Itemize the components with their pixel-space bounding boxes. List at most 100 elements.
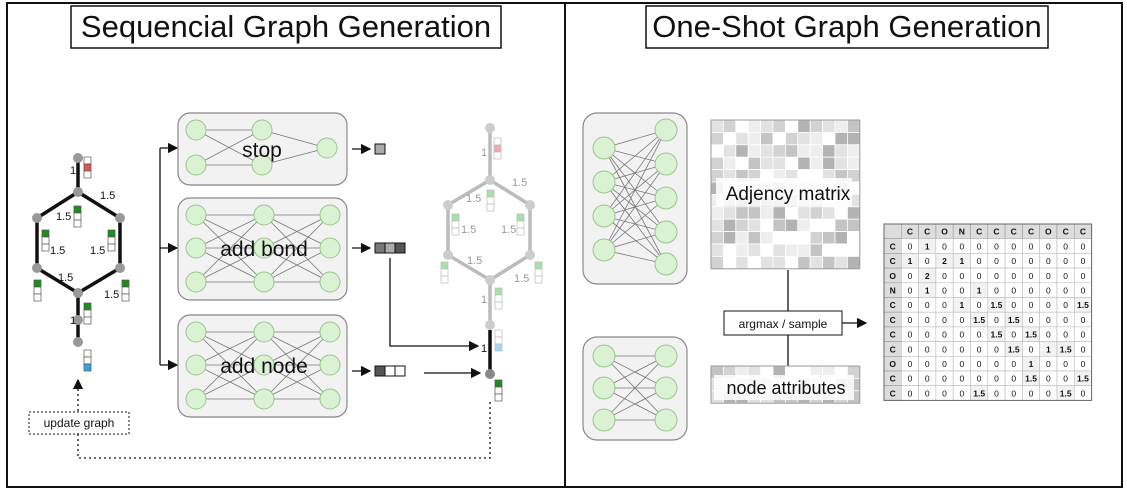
matrix-cell: 0 — [959, 344, 964, 354]
matrix-cell: 0 — [959, 271, 964, 281]
matrix-cell: 2 — [925, 271, 930, 281]
network-neuron — [253, 388, 275, 410]
matrix-cell: 0 — [959, 359, 964, 369]
matrix-row-label: C — [890, 300, 896, 310]
matrix-cell: 0 — [925, 344, 930, 354]
matrix-cell: 1 — [908, 256, 913, 266]
matrix-cell: 1 — [959, 256, 964, 266]
matrix-header-cell: C — [976, 227, 982, 237]
bond-label: 1.5 — [56, 211, 71, 223]
adjacency-matrix-label: Adjency matrix — [726, 184, 851, 205]
matrix-cell: 0 — [959, 388, 964, 398]
matrix-cell: 0 — [1029, 344, 1034, 354]
matrix-cell: 0 — [994, 286, 999, 296]
bond-label: 1.5 — [90, 245, 105, 257]
network-neuron — [592, 204, 616, 228]
matrix-cell: 0 — [925, 256, 930, 266]
matrix-header-cell: C — [1028, 227, 1034, 237]
network-neuron — [185, 271, 207, 293]
matrix-cell: 0 — [1046, 374, 1051, 384]
matrix-cell: 1.5 — [973, 315, 985, 325]
matrix-cell: 0 — [1011, 388, 1016, 398]
matrix-cell: 0 — [1046, 388, 1051, 398]
matrix-cell: 0 — [1046, 286, 1051, 296]
matrix-cell: 0 — [994, 241, 999, 251]
network-neuron — [592, 136, 616, 160]
matrix-header-cell: C — [1080, 227, 1086, 237]
bond-label: 1.5 — [100, 190, 115, 202]
matrix-cell: 1.5 — [1060, 388, 1072, 398]
matrix-cell: 0 — [1046, 330, 1051, 340]
network-neuron — [253, 321, 275, 343]
matrix-cell: 0 — [925, 388, 930, 398]
matrix-cell: 0 — [1081, 344, 1086, 354]
matrix-cell: 0 — [977, 241, 982, 251]
matrix-cell: 0 — [908, 315, 913, 325]
network-neuron — [319, 271, 341, 293]
branch-arrows — [159, 142, 179, 371]
matrix-cell: 0 — [977, 256, 982, 266]
bond-label: 1.5 — [501, 224, 516, 236]
matrix-header-cell: C — [907, 227, 913, 237]
matrix-cell: 2 — [942, 256, 947, 266]
bond-label: 1.5 — [514, 273, 529, 285]
matrix-cell: 0 — [908, 330, 913, 340]
left-network-edges — [185, 119, 341, 410]
matrix-cell: 0 — [977, 359, 982, 369]
matrix-cell: 0 — [959, 330, 964, 340]
network-neuron — [654, 220, 678, 244]
matrix-cell: 0 — [994, 388, 999, 398]
matrix-cell: 1.5 — [1060, 344, 1072, 354]
network-neuron — [185, 204, 207, 226]
matrix-cell: 1.5 — [991, 300, 1003, 310]
matrix-cell: 0 — [925, 330, 930, 340]
matrix-row-label: O — [889, 271, 896, 281]
matrix-cell: 0 — [1011, 241, 1016, 251]
matrix-cell: 0 — [908, 241, 913, 251]
network-neuron — [319, 237, 341, 259]
matrix-header-cell: O — [1045, 227, 1052, 237]
matrix-cell: 0 — [925, 315, 930, 325]
matrix-cell: 0 — [1029, 241, 1034, 251]
left-panel-title: Sequencial Graph Generation — [81, 9, 491, 44]
matrix-cell: 1 — [959, 300, 964, 310]
current-graph: 1 1.5 1.5 1.5 1.5 1.5 1.5 1 — [32, 153, 130, 372]
network-neuron — [253, 271, 275, 293]
matrix-cell: 0 — [1081, 256, 1086, 266]
matrix-cell: 0 — [994, 315, 999, 325]
matrix-cell: 0 — [994, 374, 999, 384]
stop-label: stop — [242, 139, 282, 162]
matrix-row-label: C — [890, 241, 896, 251]
matrix-header-cell: C — [1011, 227, 1017, 237]
network-neuron — [319, 354, 341, 376]
matrix-cell: 0 — [1063, 300, 1068, 310]
matrix-cell: 0 — [1063, 330, 1068, 340]
matrix-cell: 0 — [1011, 286, 1016, 296]
left-title-box — [70, 5, 502, 49]
network-neuron — [654, 118, 678, 142]
bond-label: 1.5 — [104, 289, 119, 301]
network-neuron — [592, 408, 616, 432]
network-neuron — [316, 137, 338, 159]
matrix-cell: 0 — [977, 330, 982, 340]
bond-label: 1 — [70, 315, 76, 327]
stop-network-box — [177, 112, 348, 186]
matrix-cell: 0 — [942, 241, 947, 251]
network-neuron — [319, 388, 341, 410]
matrix-cell: 0 — [1011, 256, 1016, 266]
update-graph-box — [28, 411, 130, 435]
matrix-cell: 0 — [959, 374, 964, 384]
matrix-cell: 0 — [1029, 286, 1034, 296]
matrix-cell: 0 — [994, 271, 999, 281]
matrix-header-cell: O — [941, 227, 948, 237]
matrix-cell: 0 — [1081, 286, 1086, 296]
matrix-cell: 0 — [1011, 359, 1016, 369]
matrix-header-cell: C — [993, 227, 999, 237]
matrix-cell: 0 — [1011, 374, 1016, 384]
network-neuron — [654, 152, 678, 176]
matrix-cell: 0 — [959, 241, 964, 251]
network-neuron — [253, 354, 275, 376]
matrix-cell: 1.5 — [1077, 300, 1089, 310]
matrix-cell: 1.5 — [991, 330, 1003, 340]
